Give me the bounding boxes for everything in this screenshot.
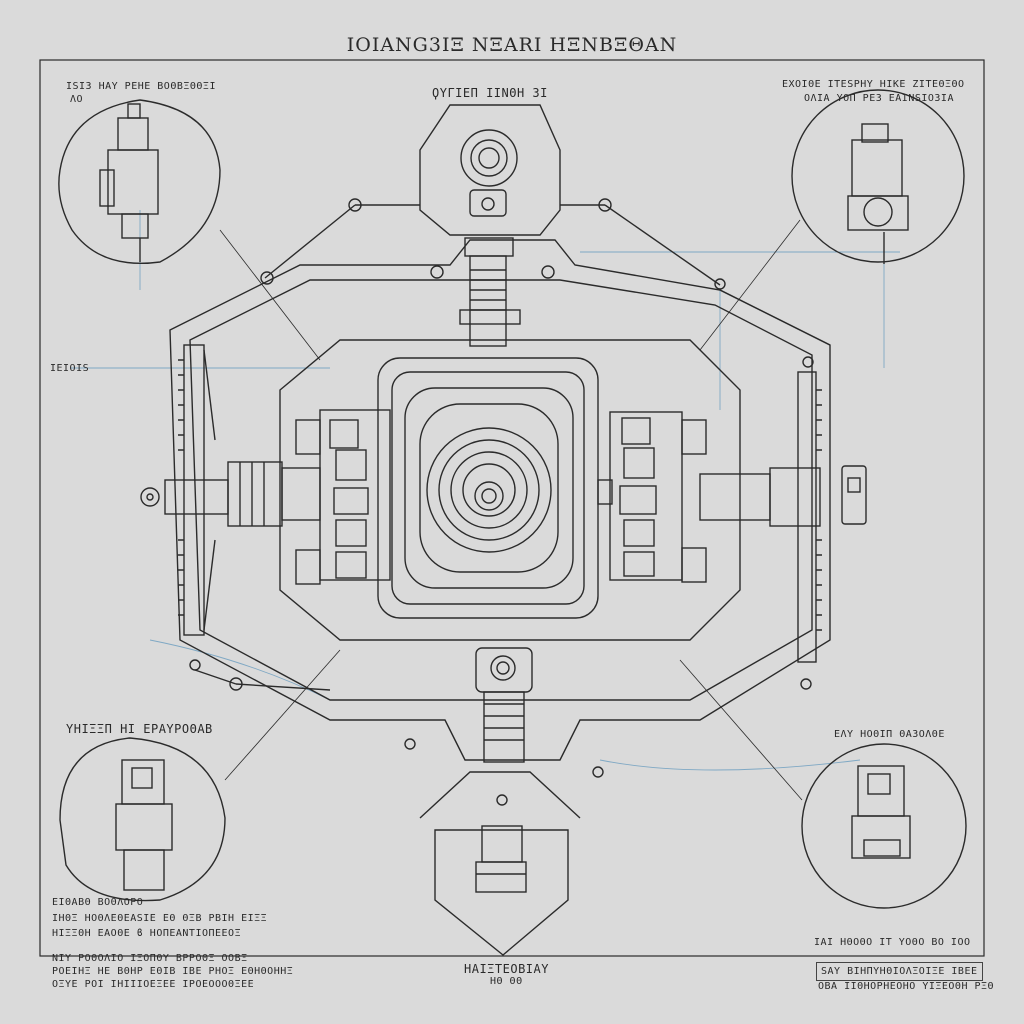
guide-lines: [70, 210, 900, 771]
top-struts: [260, 198, 814, 368]
central-core: [377, 357, 599, 619]
top-right-label-line1: ΕΧΟΙΘΕ ΙΤΕЅΡΗΥ ΗΙΚΕ ΖΙΤΕΘΞΘΟ: [782, 79, 965, 90]
mid-right-label: ΕΛΥ ΗΟΘΙΠ ΘΑ3ΟΛΘΕ: [834, 729, 945, 740]
top-center-label: ϘΥΓΙΕΠ ΙΙΝΘΗ 3Ι: [432, 86, 548, 100]
diagram-title: ΙΟΙΑΝG3ΙΞ NΞΑRΙ ΗΞNΒΞΘΑΝ: [346, 34, 678, 56]
bottom-center-label-line1: ΗΑΙΞΤΕΟΒΙΑΥ: [464, 962, 549, 976]
top-right-label-line2: ΟΛΙΑ ΥΟΠ ΡΕ3 ΕΑΙΝЅΙΟ3ΙΑ: [804, 93, 954, 104]
outer-frame: [169, 239, 831, 761]
bottom-right-label-line1: ΙΑΙ ΗΘΟΘΟ ΙΤ ΥΟΘΟ ΒΟ ΙΟΟ: [814, 937, 971, 948]
detail-top-left: [58, 99, 221, 265]
bottom-left-label-line3: ΗΙΞΞΘΗ ΕΑΟΘΕ ϐ ΗΟΠΕΑΝΤΙΟΠΕΕΟΞ: [52, 928, 242, 939]
bottom-center-label-line2: ΗΘ ΘΘ: [490, 976, 523, 987]
detail-bottom-right: [801, 743, 967, 909]
bottom-left-label-line5: ΡΟΕΙΗΞ ΗΕ ΒΘΗΡ ΕΘΙΒ ΙΒΕ ΡΗΟΞ ΕΘΗΘΟΗΗΞ: [52, 966, 294, 977]
right-module: [597, 411, 867, 583]
mid-left-label: ΥΗΙΞΞΠ ΗΙ ΕΡΑΥΡΟΘΑΒ: [66, 722, 213, 736]
left-module: [140, 409, 391, 585]
bottom-right-label-line3: ΟΒΑ ΙΙΘΗΟΡΗΕΟΗΟ ΥΙΞΕΟΘΗ ΡΞΘ: [818, 981, 995, 992]
top-left-label-line1: ΙЅΙ3 ΗΑΥ ΡΕΗΕ ΒΟΘΒΞΘΘΞΙ: [66, 81, 216, 92]
left-rack: [178, 344, 331, 691]
left-marker-label: ΙΕΙΟΙЅ: [50, 363, 90, 374]
top-left-label-line2: ΛΟ: [70, 94, 84, 105]
frame-border: [39, 59, 985, 957]
detail-bottom-left: [59, 737, 226, 902]
bottom-left-label-line1: ΕΙΘΑΒΘ ΒΟΘΛΟΡΟ: [52, 897, 144, 908]
connector-lines: [219, 219, 803, 801]
bottom-left-label-line2: ΙΗΘΞ ΗΟΘΛΕΘΕΑЅΙΕ ΕΘ ΘΞΒ ΡΒΙΗ ΕΙΞΞ: [52, 913, 268, 924]
bottom-right-label-line2: ЅΑΥ ΒΙΗΠΥΗΘΙΟΛΞΟΙΞΕ ΙΒΕΕ: [816, 962, 983, 981]
bottom-left-label-line4: ΝΙΥ ΡΟΘΟΛΙΟ ΙΞΟΠΘΥ ΒΡΡΟΘΞ ΟΟΒΞ: [52, 953, 248, 964]
bottom-left-label-line6: ΟΞΥΕ ΡΟΙ ΙΗΙΙΙΟΕΞΕΕ ΙΡΟΕΟΟΟΘΞΕΕ: [52, 979, 255, 990]
detail-top-right: [791, 89, 965, 264]
right-rack: [719, 289, 831, 690]
bottom-pod: [404, 647, 604, 956]
top-head: [419, 104, 561, 347]
